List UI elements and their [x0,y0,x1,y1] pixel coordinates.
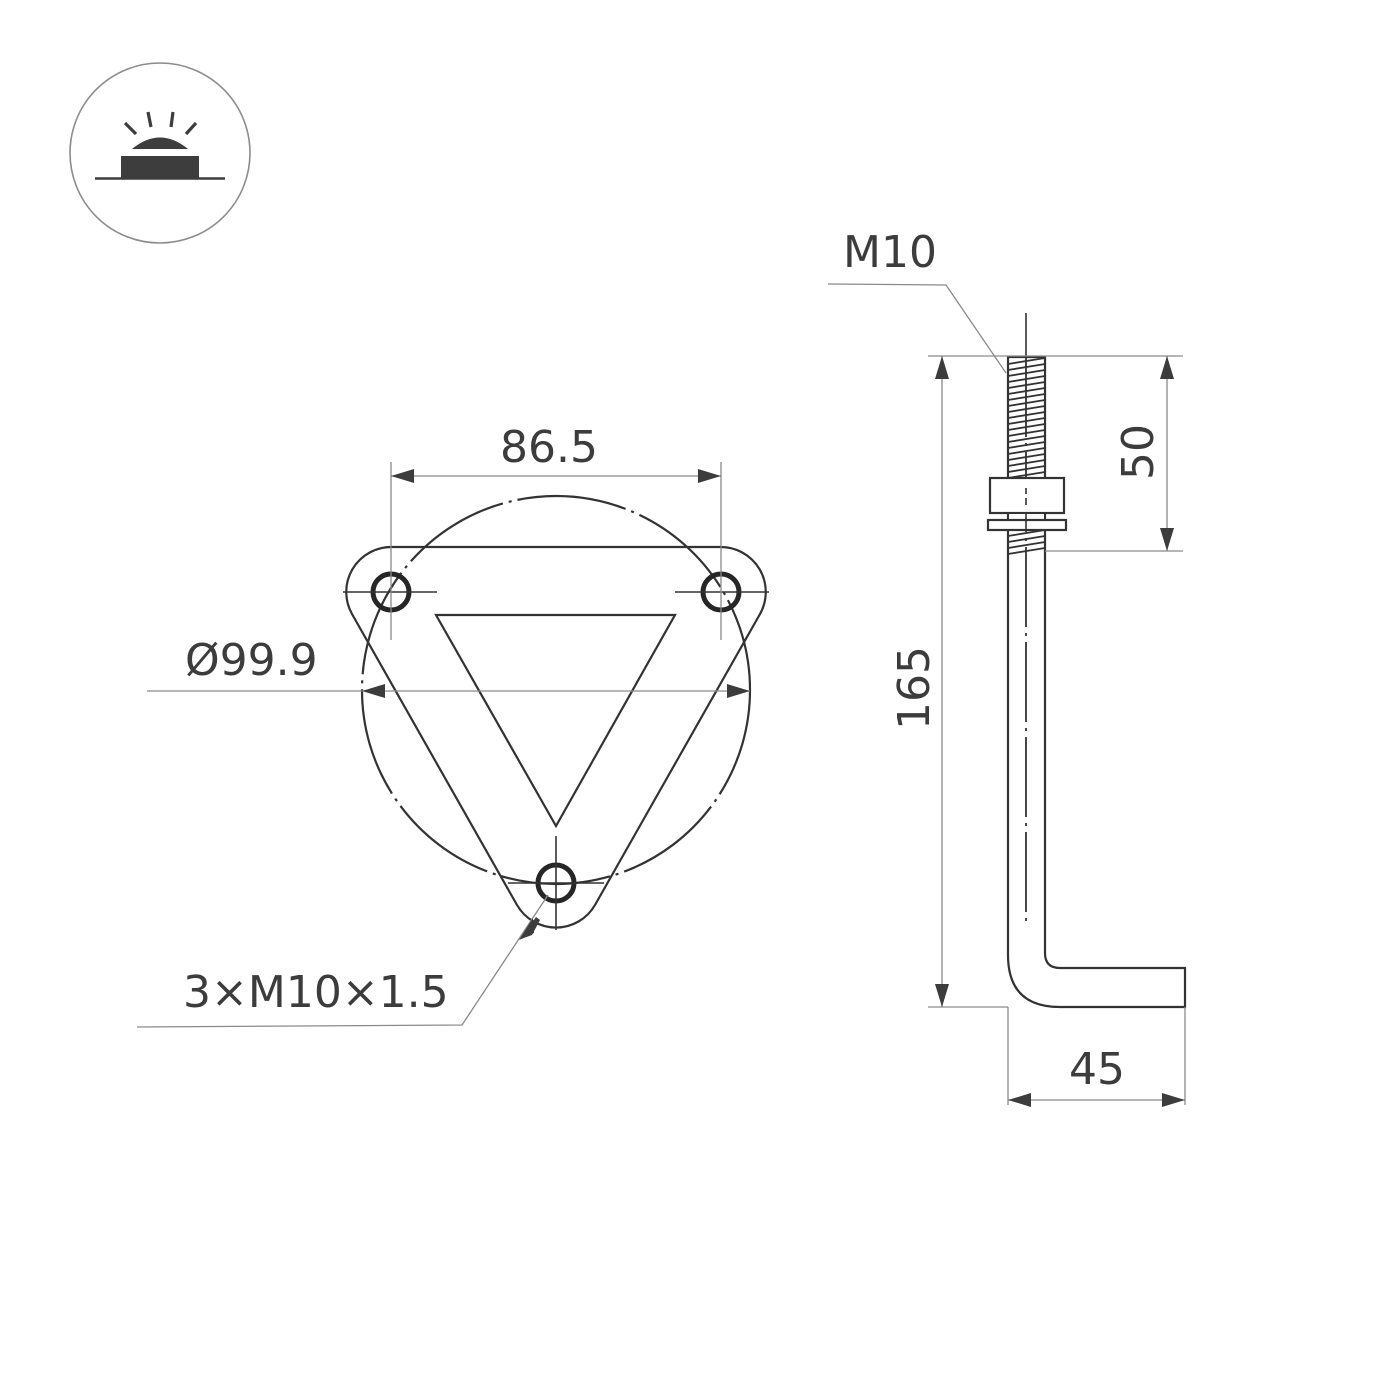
hole-spacing-label: 86.5 [500,422,598,473]
plate-outline [345,545,767,929]
foot-length-label: 45 [1069,1044,1125,1095]
inner-triangle-cutout [434,613,677,829]
front-view-plate [343,494,769,930]
total-height-label: 165 [889,646,940,730]
thread-label: M10 [843,227,937,278]
thread-length-label: 50 [1113,424,1164,480]
dimension-diameter: Ø99.9 [147,635,750,698]
thread-callout-leader: M10 [827,227,1007,374]
holes-callout-label: 3×M10×1.5 [183,967,449,1018]
surface-mount-light-icon [69,62,251,244]
side-view-l-bolt [986,313,1187,1009]
dimension-thread-length: 50 [928,355,1183,552]
holes-callout-leader: 3×M10×1.5 [136,894,549,1028]
nut [988,476,1066,515]
dimension-foot-length: 45 [1007,1007,1186,1107]
dimension-hole-spacing: 86.5 [390,422,722,640]
washer [986,518,1068,532]
diameter-label: Ø99.9 [185,635,318,686]
dimension-total-height: 165 [889,356,1008,1008]
